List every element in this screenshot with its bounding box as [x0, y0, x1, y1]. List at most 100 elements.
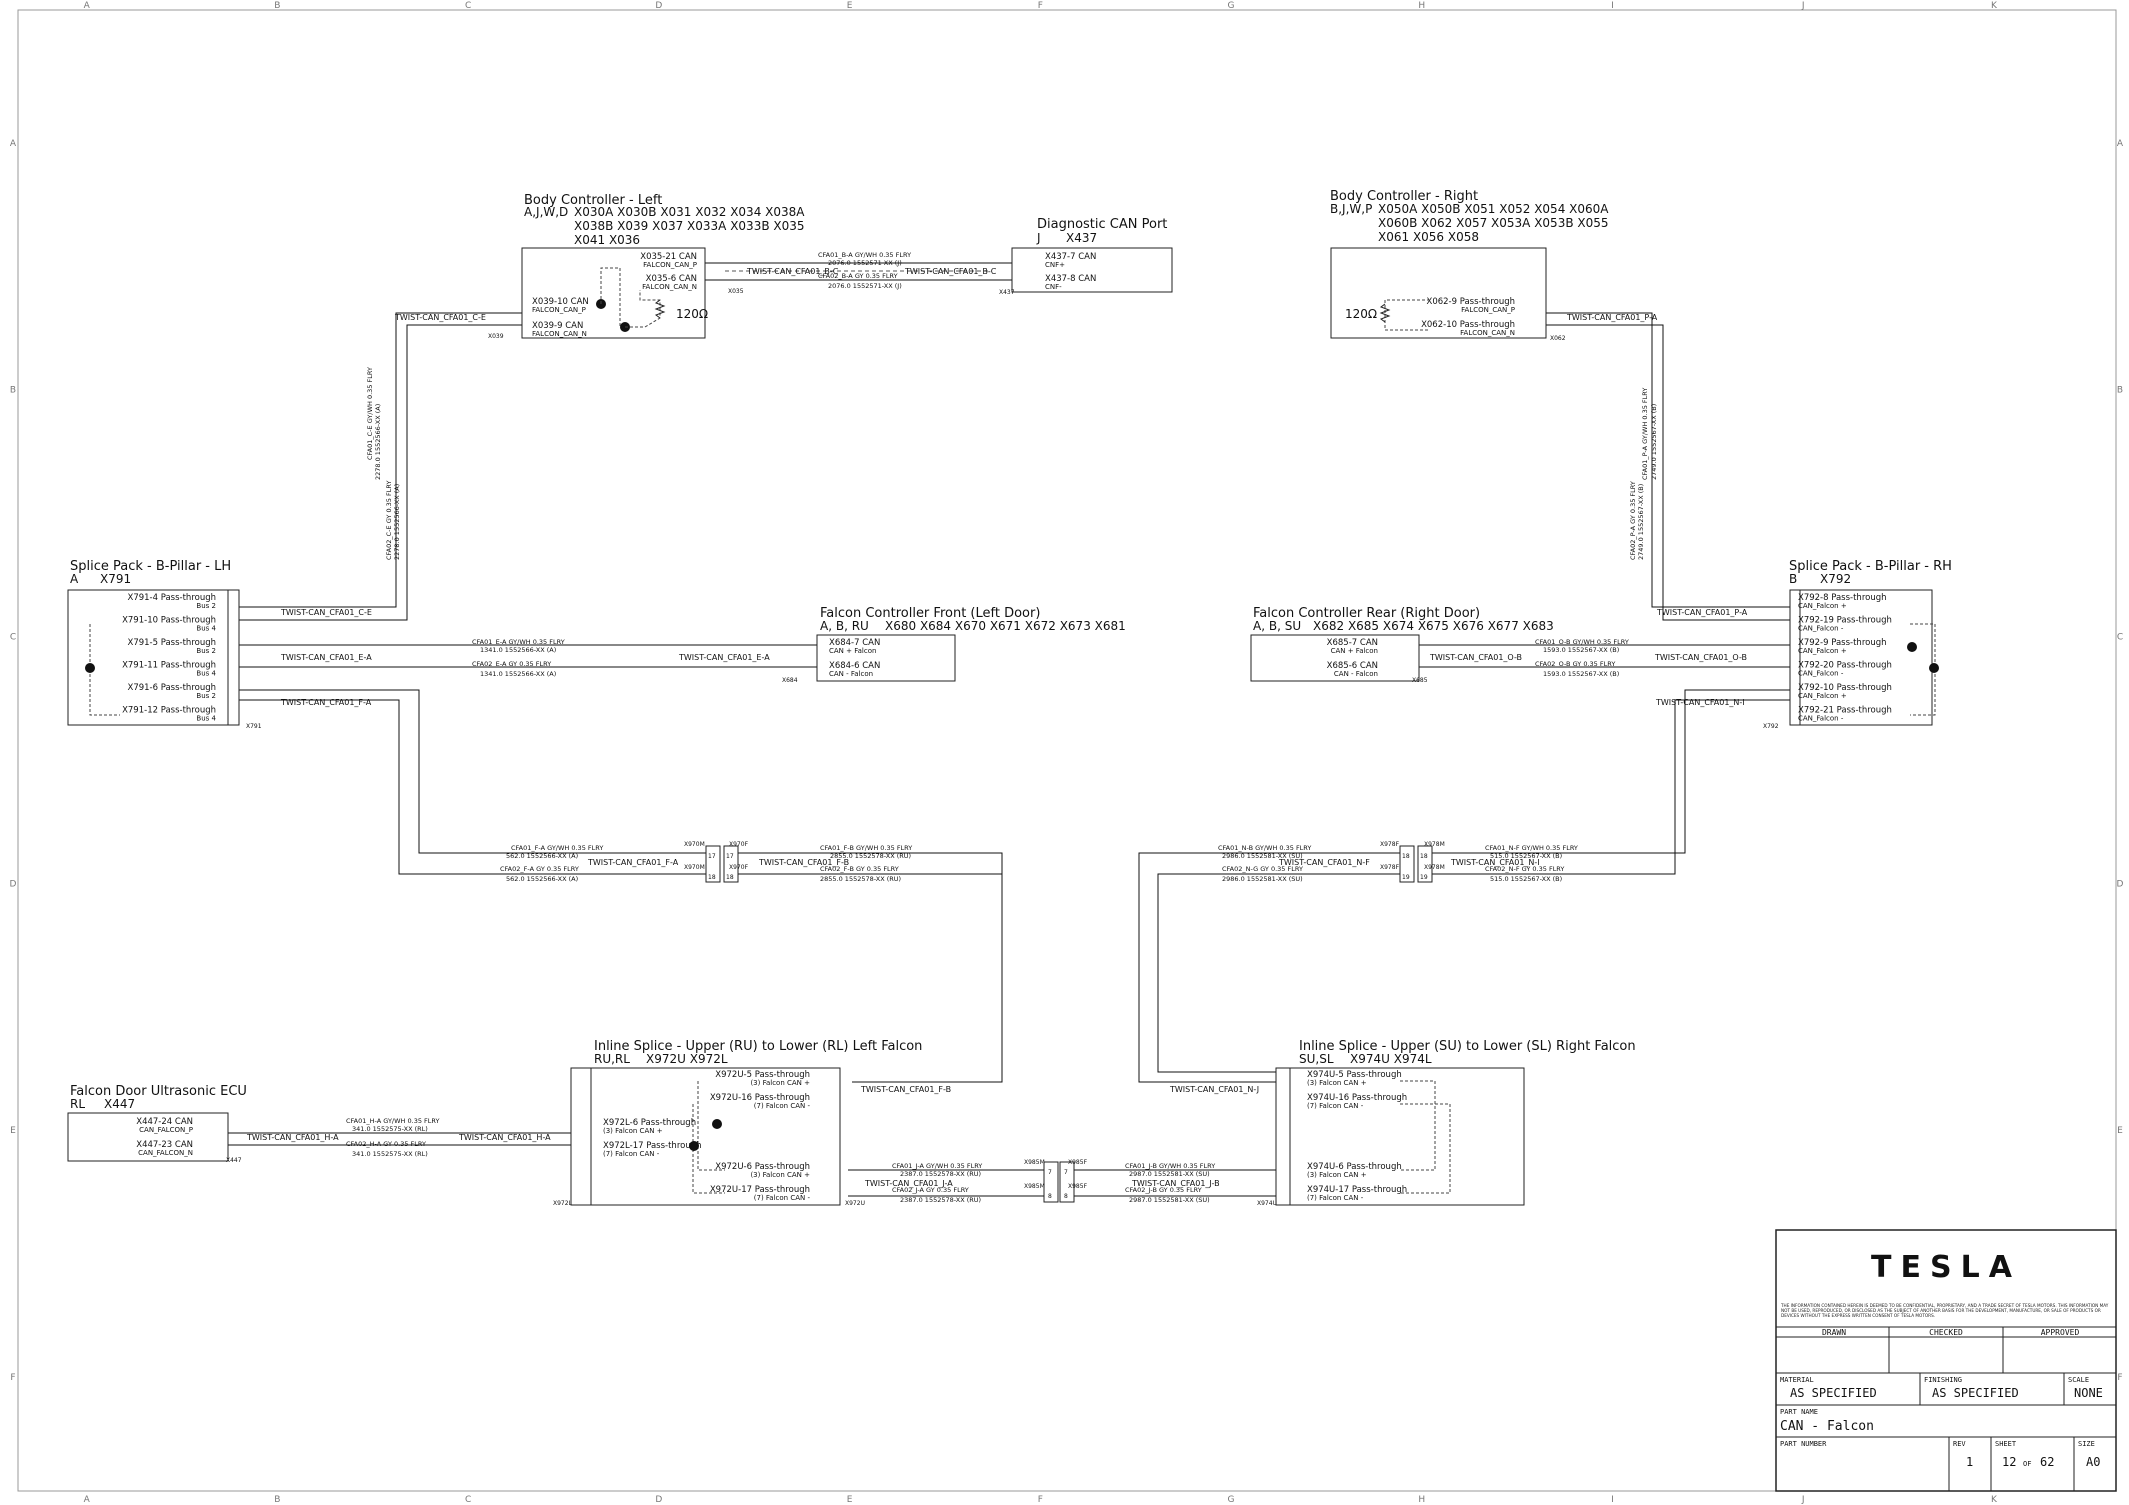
body-left-pin-1: X035-21 CAN [640, 252, 697, 262]
inline-left-tag-a: X972L [553, 1200, 573, 1207]
sheet-total: 62 [2040, 1455, 2054, 1469]
inline-left-pin-1: X972U-5 Pass-through [715, 1070, 810, 1080]
grid-col-label: G [1228, 1495, 1235, 1505]
scale-label: SCALE [2068, 1376, 2089, 1384]
wire-jb-bot-n: 2987.0 1552581-XX (SU) [1129, 1196, 1210, 1204]
rear-door-name: Falcon Controller Rear (Right Door) [1253, 606, 1480, 621]
twist-n-f: TWIST-CAN_CFA01_N-F [1278, 858, 1370, 867]
wire-jb-top: CFA01_J-B GY/WH 0.35 FLRY [1125, 1162, 1215, 1170]
material-label: MATERIAL [1780, 1376, 1814, 1384]
grid-row-label: E [10, 1126, 16, 1136]
inline-connector-x970: X970M X970F X970M X970F 17 17 18 18 [684, 841, 749, 883]
front-door-pin-2: X684-6 CAN [829, 661, 880, 671]
twist-n-i-2: TWIST-CAN_CFA01_N-I [1450, 858, 1540, 867]
rev-value: 1 [1966, 1455, 1973, 1469]
body-left-sig-2: FALCON_CAN_N [642, 283, 697, 291]
grid-col-label: D [655, 1, 662, 11]
splice-pin-signal: Bus 4 [196, 670, 216, 678]
size-label: SIZE [2078, 1440, 2095, 1448]
diag-tag: X437 [999, 289, 1015, 296]
splice-pin: X791-6 Pass-through [128, 683, 217, 693]
resistor-symbol [1379, 303, 1391, 323]
wire-ha-bot-n: 341.0 1552575-XX (RL) [352, 1150, 428, 1158]
ultrasonic-tag: X447 [226, 1157, 242, 1164]
twist-e-a-2: TWIST-CAN_CFA01_E-A [678, 653, 770, 662]
x978-m: X978M [1424, 841, 1445, 848]
body-right-sig-2: FALCON_CAN_N [1460, 329, 1515, 337]
diag-sig-2: CNF- [1045, 283, 1062, 291]
rear-door-pin-2: X685-6 CAN [1327, 661, 1378, 671]
wire-ni-bot-n: 515.0 1552567-XX (B) [1490, 875, 1562, 883]
wire-ce-1: CFA01_C-E GY/WH 0.35 FLRY [366, 367, 374, 460]
wire-nf-top: CFA01_N-B GY/WH 0.35 FLRY [1218, 844, 1311, 852]
inline-right-sig-3: (3) Falcon CAN + [1307, 1171, 1367, 1179]
part-name-value: CAN - Falcon [1780, 1419, 1874, 1434]
component-splice-lh: Splice Pack - B-Pillar - LH A X791 X791-… [67, 559, 262, 730]
front-door-name: Falcon Controller Front (Left Door) [820, 606, 1040, 621]
part-name-label: PART NAME [1780, 1408, 1818, 1416]
grid-col-label: C [465, 1495, 471, 1505]
inline-right-pin-1: X974U-5 Pass-through [1307, 1070, 1402, 1080]
x970-f: X970F [729, 841, 749, 848]
twist-o-b-1: TWIST-CAN_CFA01_O-B [1429, 653, 1522, 662]
wire-ni-top-n: 515.0 1552567-XX (B) [1490, 852, 1562, 860]
grid-row-label: B [10, 386, 16, 396]
wire-nf-bot: CFA02_N-G GY 0.35 FLRY [1222, 865, 1303, 873]
splice-pin: X791-10 Pass-through [122, 616, 216, 626]
splice-rh-variant: B [1789, 572, 1797, 586]
x978-p1: 18 [1402, 853, 1410, 860]
body-left-sig-4: FALCON_CAN_N [532, 330, 587, 338]
rear-door-tag: X685 [1412, 677, 1428, 684]
twist-f-b-1: TWIST-CAN_CFA01_F-B [758, 858, 849, 867]
inline-left-variants: RU,RL [594, 1052, 630, 1066]
twist-e-a-1: TWIST-CAN_CFA01_E-A [280, 653, 372, 662]
wire-ba-bot-n: 2076.0 1552571-XX (J) [828, 282, 902, 290]
inline-left-pin-3: X972L-6 Pass-through [603, 1118, 696, 1128]
splice-rh-connector: X792 [1820, 572, 1851, 586]
grid-row-label: D [10, 879, 17, 889]
front-door-connectors: X680 X684 X670 X671 X672 X673 X681 [885, 619, 1126, 633]
body-right-variants: B,J,W,P [1330, 202, 1372, 216]
wire-ja-bot-n: 2387.0 1552578-XX (RU) [900, 1196, 981, 1204]
component-ultrasonic-ecu: Falcon Door Ultrasonic ECU RL X447 X447-… [67, 1084, 247, 1164]
resistor-symbol [654, 299, 666, 319]
twist-f-a-1: TWIST-CAN_CFA01_F-A [280, 698, 372, 707]
wire-pa-4: 2749.0 1552567-XX (B) [1637, 484, 1645, 560]
splice-rh-tag: X792 [1763, 723, 1779, 730]
grid-col-label: B [274, 1, 280, 11]
finishing-value: AS SPECIFIED [1932, 1386, 2019, 1400]
grid-col-label: E [847, 1495, 853, 1505]
body-right-pin-2: X062-10 Pass-through [1421, 320, 1515, 330]
twist-f-b-2: TWIST-CAN_CFA01_F-B [860, 1085, 951, 1094]
x978-m2: X978M [1424, 864, 1445, 871]
of-label: OF [2023, 1460, 2031, 1468]
body-right-connectors-1: X050A X050B X051 X052 X054 X060A [1378, 202, 1609, 216]
inline-right-pin-2: X974U-16 Pass-through [1307, 1093, 1407, 1103]
rev-label: REV [1953, 1440, 1966, 1448]
splice-pin: X792-8 Pass-through [1798, 593, 1887, 603]
component-inline-splice-right: Inline Splice - Upper (SU) to Lower (SL)… [1257, 1039, 1636, 1207]
splice-pin-signal: CAN_Falcon - [1798, 670, 1844, 678]
body-left-name: Body Controller - Left [524, 193, 662, 208]
ultrasonic-pin-2: X447-23 CAN [136, 1140, 193, 1150]
splice-pin-signal: CAN_Falcon - [1798, 715, 1844, 723]
splice-node [85, 663, 95, 673]
grid-col-label: B [274, 1495, 280, 1505]
wire-ce-3: CFA02_C-E GY 0.35 FLRY [385, 481, 393, 560]
grid-row-label: F [2117, 1373, 2122, 1383]
x985-p2: 7 [1064, 1169, 1068, 1176]
inline-left-sig-2: (7) Falcon CAN - [754, 1102, 811, 1110]
inline-right-pin-3: X974U-6 Pass-through [1307, 1162, 1402, 1172]
inline-left-sig-3: (3) Falcon CAN + [603, 1127, 663, 1135]
body-left-pin-2: X035-6 CAN [646, 274, 697, 284]
scale-value: NONE [2074, 1386, 2103, 1400]
wire-nf-top-n: 2986.0 1552581-XX (SU) [1222, 852, 1303, 860]
inline-left-sig-6: (7) Falcon CAN - [754, 1194, 811, 1202]
x985-p1: 7 [1048, 1169, 1052, 1176]
twist-b-c-1: TWIST-CAN_CFA01_B-C [746, 267, 839, 276]
size-value: A0 [2086, 1455, 2100, 1469]
twist-f-a-2: TWIST-CAN_CFA01_F-A [587, 858, 679, 867]
wire-ob-bot: CFA02_O-B GY 0.35 FLRY [1535, 660, 1615, 668]
component-body-controller-right: Body Controller - Right B,J,W,P X050A X0… [1330, 189, 1609, 342]
x978-p4: 19 [1420, 874, 1428, 881]
